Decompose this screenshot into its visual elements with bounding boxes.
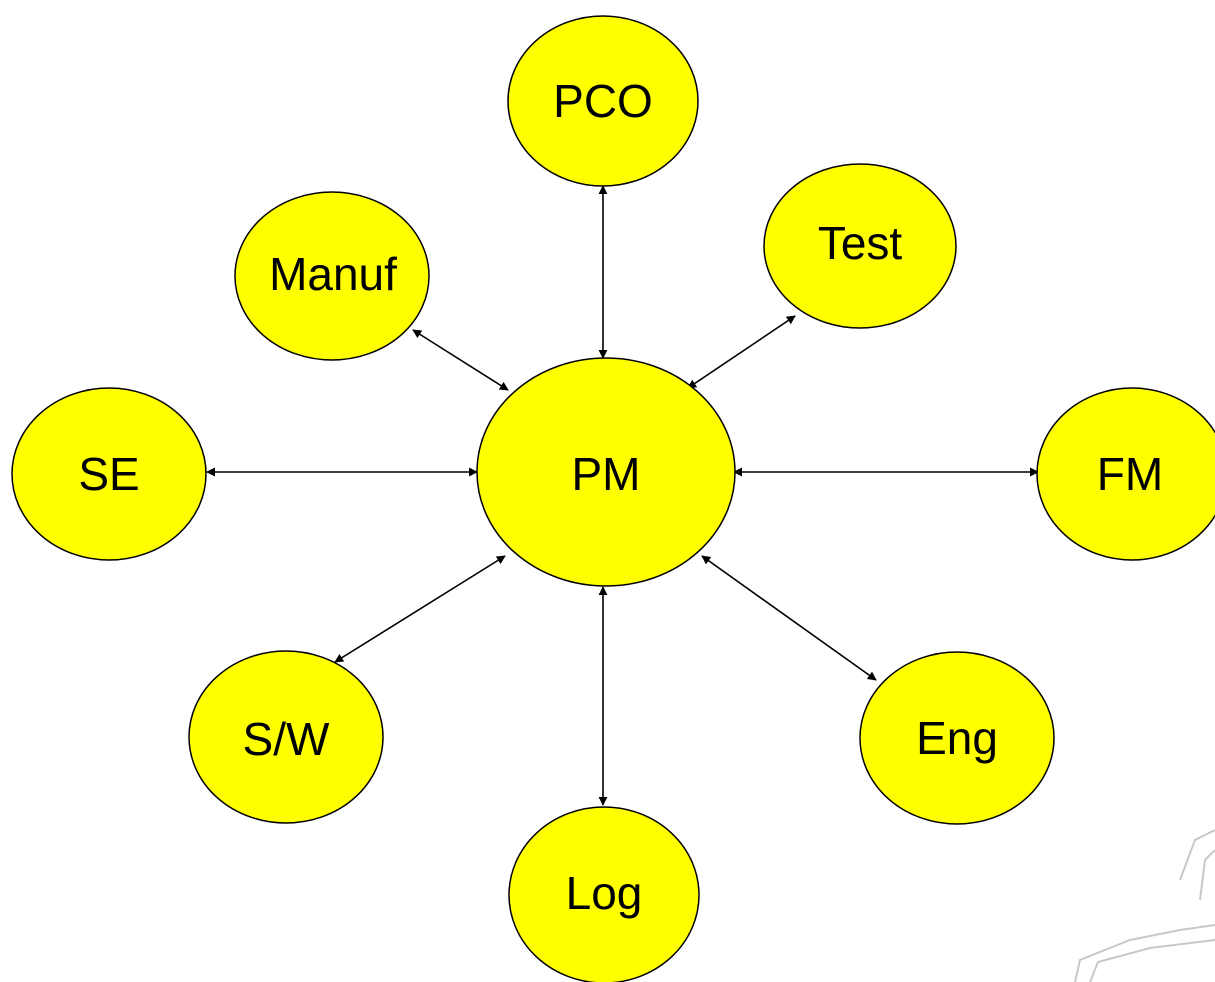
node-pm-label: PM [572, 448, 641, 500]
node-manuf: Manuf [234, 191, 430, 361]
node-fm: FM [1036, 387, 1215, 561]
node-pm-shape [476, 357, 736, 587]
node-log: Log [508, 806, 700, 982]
node-test-label: Test [818, 217, 903, 269]
connector-pm-sw [334, 555, 506, 663]
node-eng: Eng [859, 651, 1055, 825]
node-fm-shape [1036, 387, 1215, 561]
node-pm: PM [476, 357, 736, 587]
watermark-sketch [1074, 829, 1215, 982]
node-test: Test [763, 163, 957, 329]
node-pco-label: PCO [553, 75, 653, 127]
node-sw-shape [188, 650, 384, 824]
node-pco: PCO [507, 15, 699, 187]
node-fm-label: FM [1097, 448, 1163, 500]
node-pco-shape [507, 15, 699, 187]
node-sw: S/W [188, 650, 384, 824]
node-eng-shape [859, 651, 1055, 825]
node-se: SE [11, 387, 207, 561]
node-sw-label: S/W [243, 713, 330, 765]
node-test-shape [763, 163, 957, 329]
connector-pm-test [687, 315, 796, 389]
node-se-shape [11, 387, 207, 561]
connector-pm-eng [701, 555, 877, 681]
node-eng-label: Eng [916, 712, 998, 764]
node-manuf-shape [234, 191, 430, 361]
node-log-shape [508, 806, 700, 982]
connector-pm-manuf [412, 329, 509, 391]
node-manuf-label: Manuf [269, 248, 397, 300]
node-se-label: SE [78, 448, 139, 500]
node-log-label: Log [566, 867, 643, 919]
